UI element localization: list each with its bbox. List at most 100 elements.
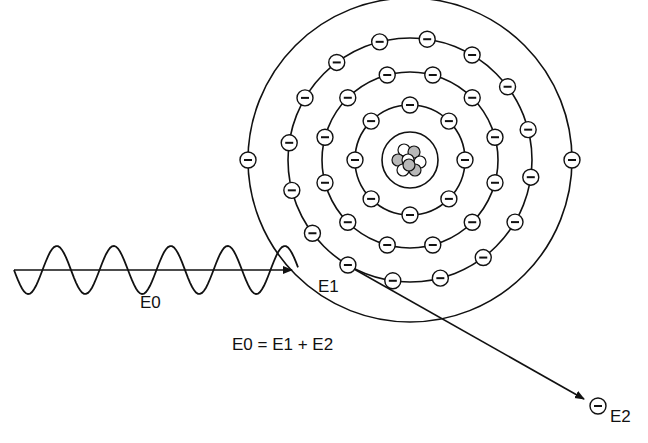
- electron-circle: [402, 207, 418, 223]
- energy-label: E2: [610, 408, 631, 427]
- ejection-arrow: [354, 269, 584, 399]
- electron-circle: [240, 152, 256, 168]
- minus-sign: [504, 86, 512, 88]
- electron-circle: [419, 31, 435, 47]
- electron-shells: [248, 0, 572, 322]
- electrons: [240, 31, 606, 414]
- electron-symbol: [372, 34, 388, 50]
- minus-sign: [406, 214, 414, 216]
- photon-wave: [14, 246, 298, 294]
- electron-circle: [441, 113, 457, 129]
- minus-sign: [479, 257, 487, 259]
- electron-circle: [500, 79, 516, 95]
- energy-equation: E0 = E1 + E2: [232, 336, 333, 355]
- electron-circle: [464, 47, 480, 63]
- electron-circle: [475, 250, 491, 266]
- minus-sign: [445, 198, 453, 200]
- electron-symbol: [347, 152, 363, 168]
- minus-sign: [321, 136, 329, 138]
- minus-sign: [568, 159, 576, 161]
- energy-label: E0: [140, 294, 161, 313]
- electron-circle: [281, 135, 297, 151]
- electron-circle: [487, 175, 503, 191]
- minus-sign: [511, 221, 519, 223]
- minus-sign: [308, 232, 316, 234]
- minus-sign: [429, 244, 437, 246]
- electron-circle: [441, 191, 457, 207]
- electron-circle: [379, 237, 395, 253]
- electron-symbol: [487, 175, 503, 191]
- electron-circle: [425, 237, 441, 253]
- electron-symbol: [304, 225, 320, 241]
- electron-symbol: [432, 270, 448, 286]
- minus-sign: [321, 182, 329, 184]
- electron-symbol: [475, 250, 491, 266]
- electron-symbol: [329, 54, 345, 70]
- minus-sign: [383, 74, 391, 76]
- minus-sign: [406, 104, 414, 106]
- electron-circle: [457, 152, 473, 168]
- electron-symbol: [441, 191, 457, 207]
- electron-symbol: [464, 47, 480, 63]
- electron-circle: [363, 113, 379, 129]
- electron-symbol: [385, 273, 401, 289]
- electron-circle: [317, 129, 333, 145]
- minus-sign: [468, 54, 476, 56]
- electron-circle: [304, 225, 320, 241]
- electron-symbol: [297, 90, 313, 106]
- minus-sign: [429, 74, 437, 76]
- electron-circle: [464, 214, 480, 230]
- electron-symbol: [340, 214, 356, 230]
- electron-symbol: [564, 152, 580, 168]
- electron-circle: [520, 122, 536, 138]
- electron-symbol: [317, 175, 333, 191]
- minus-sign: [389, 280, 397, 282]
- nucleon: [403, 159, 415, 171]
- minus-sign: [344, 221, 352, 223]
- shell: [382, 132, 438, 188]
- electron-circle: [363, 191, 379, 207]
- electron-symbol: [425, 67, 441, 83]
- electron-symbol: [500, 79, 516, 95]
- minus-sign: [301, 97, 309, 99]
- minus-sign: [594, 405, 602, 407]
- electron-circle: [297, 90, 313, 106]
- electron-circle: [329, 54, 345, 70]
- electron-symbol: [464, 214, 480, 230]
- minus-sign: [367, 120, 375, 122]
- electron-circle: [464, 90, 480, 106]
- electron-symbol: [340, 90, 356, 106]
- shell: [288, 38, 532, 282]
- shell: [322, 72, 498, 248]
- electron-symbol: [284, 182, 300, 198]
- shell: [355, 105, 465, 215]
- electron-symbol: [379, 67, 395, 83]
- electron-symbol: [590, 398, 606, 414]
- minus-sign: [468, 97, 476, 99]
- electron-symbol: [402, 207, 418, 223]
- minus-sign: [288, 189, 296, 191]
- photon-arrow: [14, 269, 292, 271]
- minus-sign: [351, 159, 359, 161]
- minus-sign: [468, 221, 476, 223]
- electron-circle: [385, 273, 401, 289]
- electron-symbol: [402, 97, 418, 113]
- electron-circle: [487, 129, 503, 145]
- electron-circle: [340, 90, 356, 106]
- electron-symbol: [520, 122, 536, 138]
- electron-circle: [523, 169, 539, 185]
- electron-symbol: [281, 135, 297, 151]
- electron-symbol: [363, 191, 379, 207]
- electron-symbol: [240, 152, 256, 168]
- electron-symbol: [340, 257, 356, 273]
- minus-sign: [244, 159, 252, 161]
- electron-circle: [432, 270, 448, 286]
- electron-symbol: [457, 152, 473, 168]
- shell: [248, 0, 572, 322]
- minus-sign: [461, 159, 469, 161]
- electron-circle: [340, 214, 356, 230]
- minus-sign: [527, 176, 535, 178]
- minus-sign: [436, 277, 444, 279]
